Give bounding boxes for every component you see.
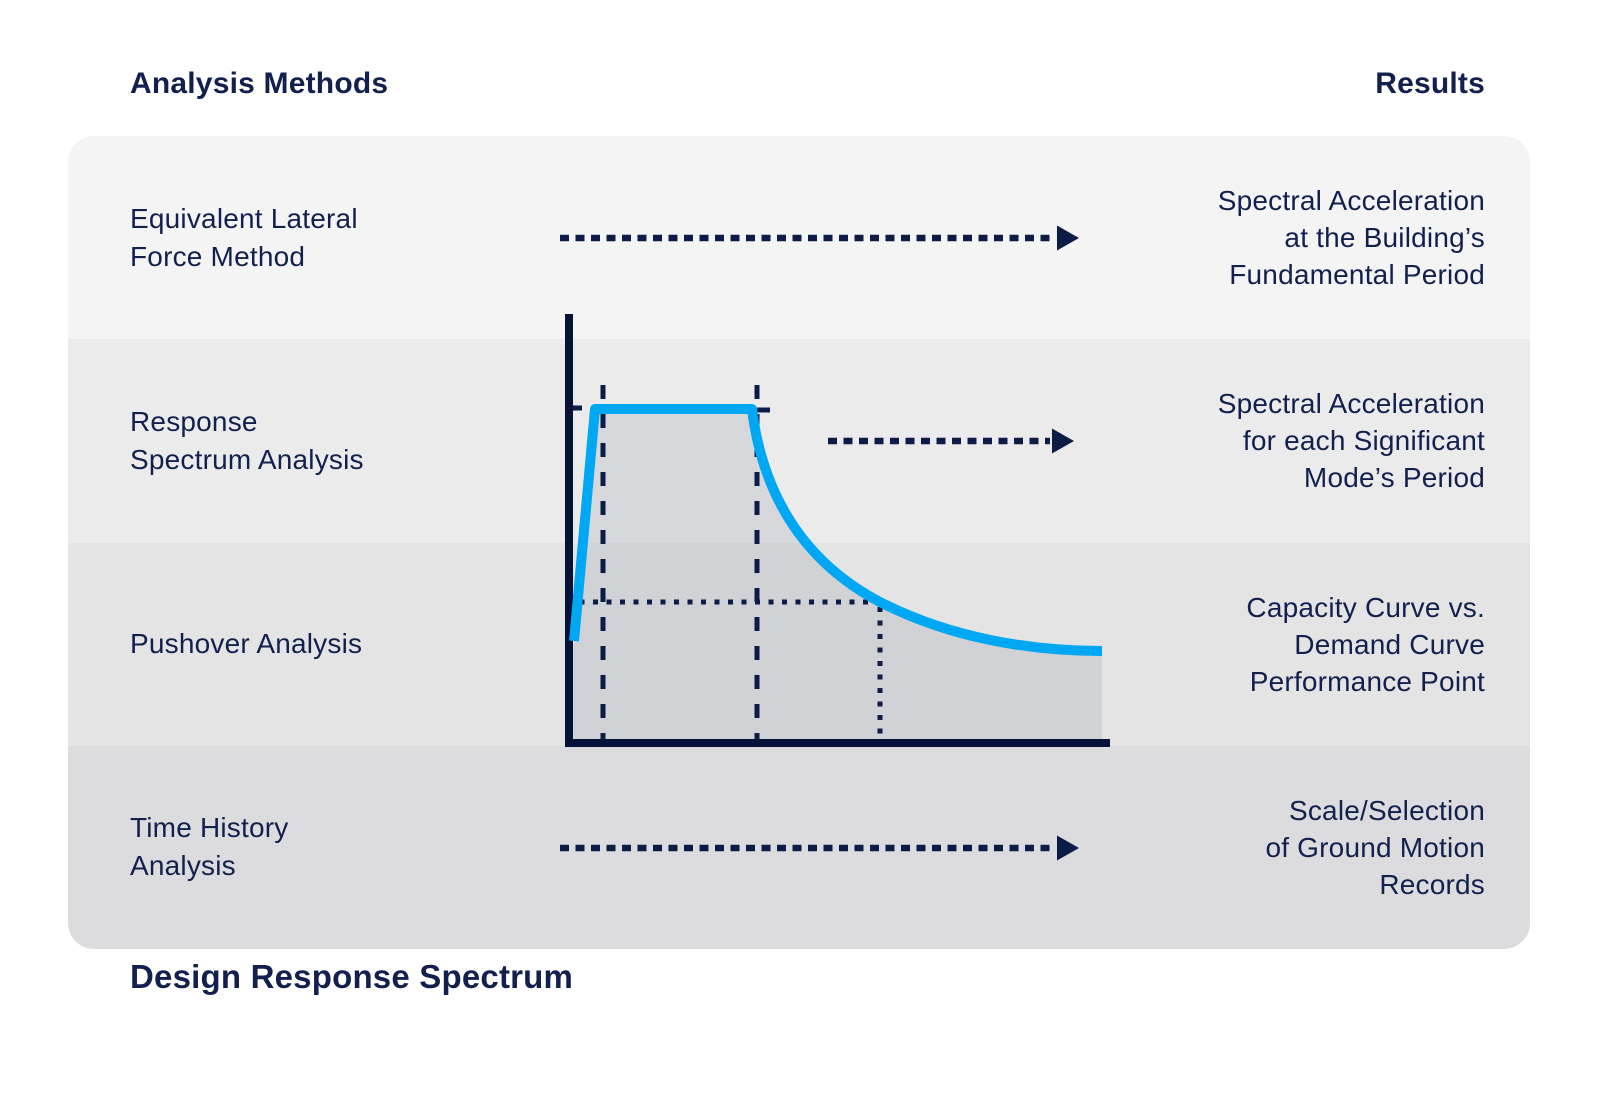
chart-caption: Design Response Spectrum bbox=[130, 958, 574, 995]
arrow-head-icon bbox=[1057, 225, 1079, 251]
method-label-time-history: Time History Analysis bbox=[130, 812, 289, 882]
method-label-equivalent-lateral-force: Equivalent Lateral Force Method bbox=[130, 202, 358, 272]
result-label-spectral-acceleration-fundamental: Spectral Acceleration at the Building’s … bbox=[1217, 185, 1485, 291]
row-equivalent-lateral-force: Equivalent Lateral Force Method Spectral… bbox=[68, 136, 1530, 340]
dotted-arrow-row-1 bbox=[560, 225, 1079, 251]
result-label-capacity-demand-performance: Capacity Curve vs. Demand Curve Performa… bbox=[1246, 591, 1485, 697]
result-label-ground-motion-records: Scale/Selection of Ground Motion Records bbox=[1265, 794, 1485, 900]
row-response-spectrum-analysis: Response Spectrum Analysis Spectral Acce… bbox=[68, 339, 1530, 543]
row-pushover-analysis: Pushover Analysis Capacity Curve vs. Dem… bbox=[68, 542, 1530, 746]
arrow-head-icon bbox=[1052, 428, 1074, 454]
dotted-arrow-row-4 bbox=[560, 835, 1079, 861]
result-label-spectral-acceleration-modes: Spectral Acceleration for each Significa… bbox=[1217, 388, 1485, 494]
method-label-pushover: Pushover Analysis bbox=[130, 628, 363, 660]
spectrum-curve bbox=[569, 404, 1103, 656]
results-heading: Results bbox=[1375, 67, 1485, 100]
method-label-response-spectrum: Response Spectrum Analysis bbox=[130, 405, 364, 475]
dotted-arrow-row-2 bbox=[828, 428, 1074, 454]
analysis-methods-heading: Analysis Methods bbox=[130, 67, 389, 100]
design-response-spectrum-chart bbox=[565, 314, 1110, 747]
arrow-head-icon bbox=[1057, 835, 1079, 861]
